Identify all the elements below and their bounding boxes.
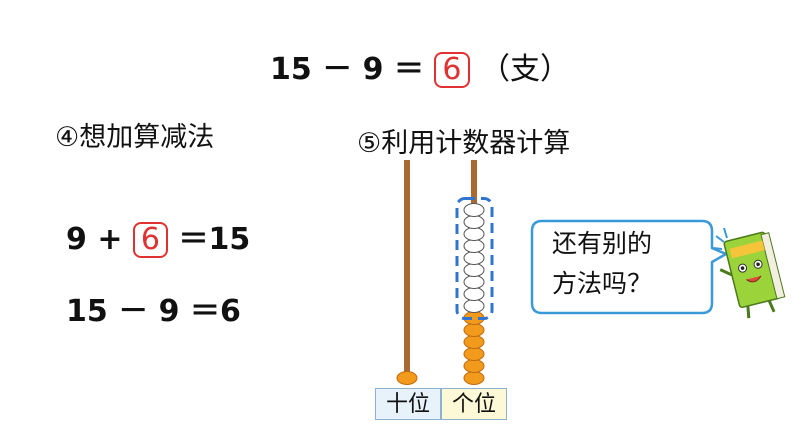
tens-label: 十位 <box>375 388 441 420</box>
bubble-line-2: 方法吗？ <box>552 269 653 298</box>
tens-rod <box>404 160 410 380</box>
subtraction-equation: 15 － 9 ＝6 <box>66 294 241 329</box>
ones-bead <box>463 335 485 349</box>
removed-bead <box>463 215 485 229</box>
method5-heading: ⑤利用计数器计算 <box>357 128 571 159</box>
addition-equation: 9 + 6 ＝15 <box>66 222 250 258</box>
answer-box: 6 <box>434 52 470 88</box>
bubble-line-1: 还有别的 <box>552 229 653 258</box>
ones-bead <box>463 347 485 361</box>
removed-bead <box>463 227 485 241</box>
place-value-labels: 十位 个位 <box>375 388 507 420</box>
book-mascot-icon <box>712 227 786 319</box>
addition-left: 9 + <box>66 222 133 257</box>
ones-bead <box>463 371 485 385</box>
removed-bead <box>463 287 485 301</box>
method4-heading: ④想加算减法 <box>55 122 215 153</box>
ones-bead <box>463 323 485 337</box>
removed-bead <box>463 239 485 253</box>
ones-bead <box>463 359 485 373</box>
addition-right: ＝15 <box>178 222 251 257</box>
removed-bead <box>463 251 485 265</box>
removed-bead <box>463 299 485 313</box>
equation-left: 15 － 9 ＝ <box>270 52 424 87</box>
tens-bead <box>396 371 418 385</box>
ones-label: 个位 <box>441 388 507 420</box>
removed-bead <box>463 263 485 277</box>
equation-unit: （支） <box>479 52 570 87</box>
removed-beads-frame <box>455 197 494 320</box>
addition-answer-box: 6 <box>132 222 168 258</box>
top-equation: 15 － 9 ＝ 6 （支） <box>270 52 570 88</box>
removed-bead <box>463 203 485 217</box>
removed-bead <box>463 275 485 289</box>
speech-bubble <box>530 219 729 315</box>
